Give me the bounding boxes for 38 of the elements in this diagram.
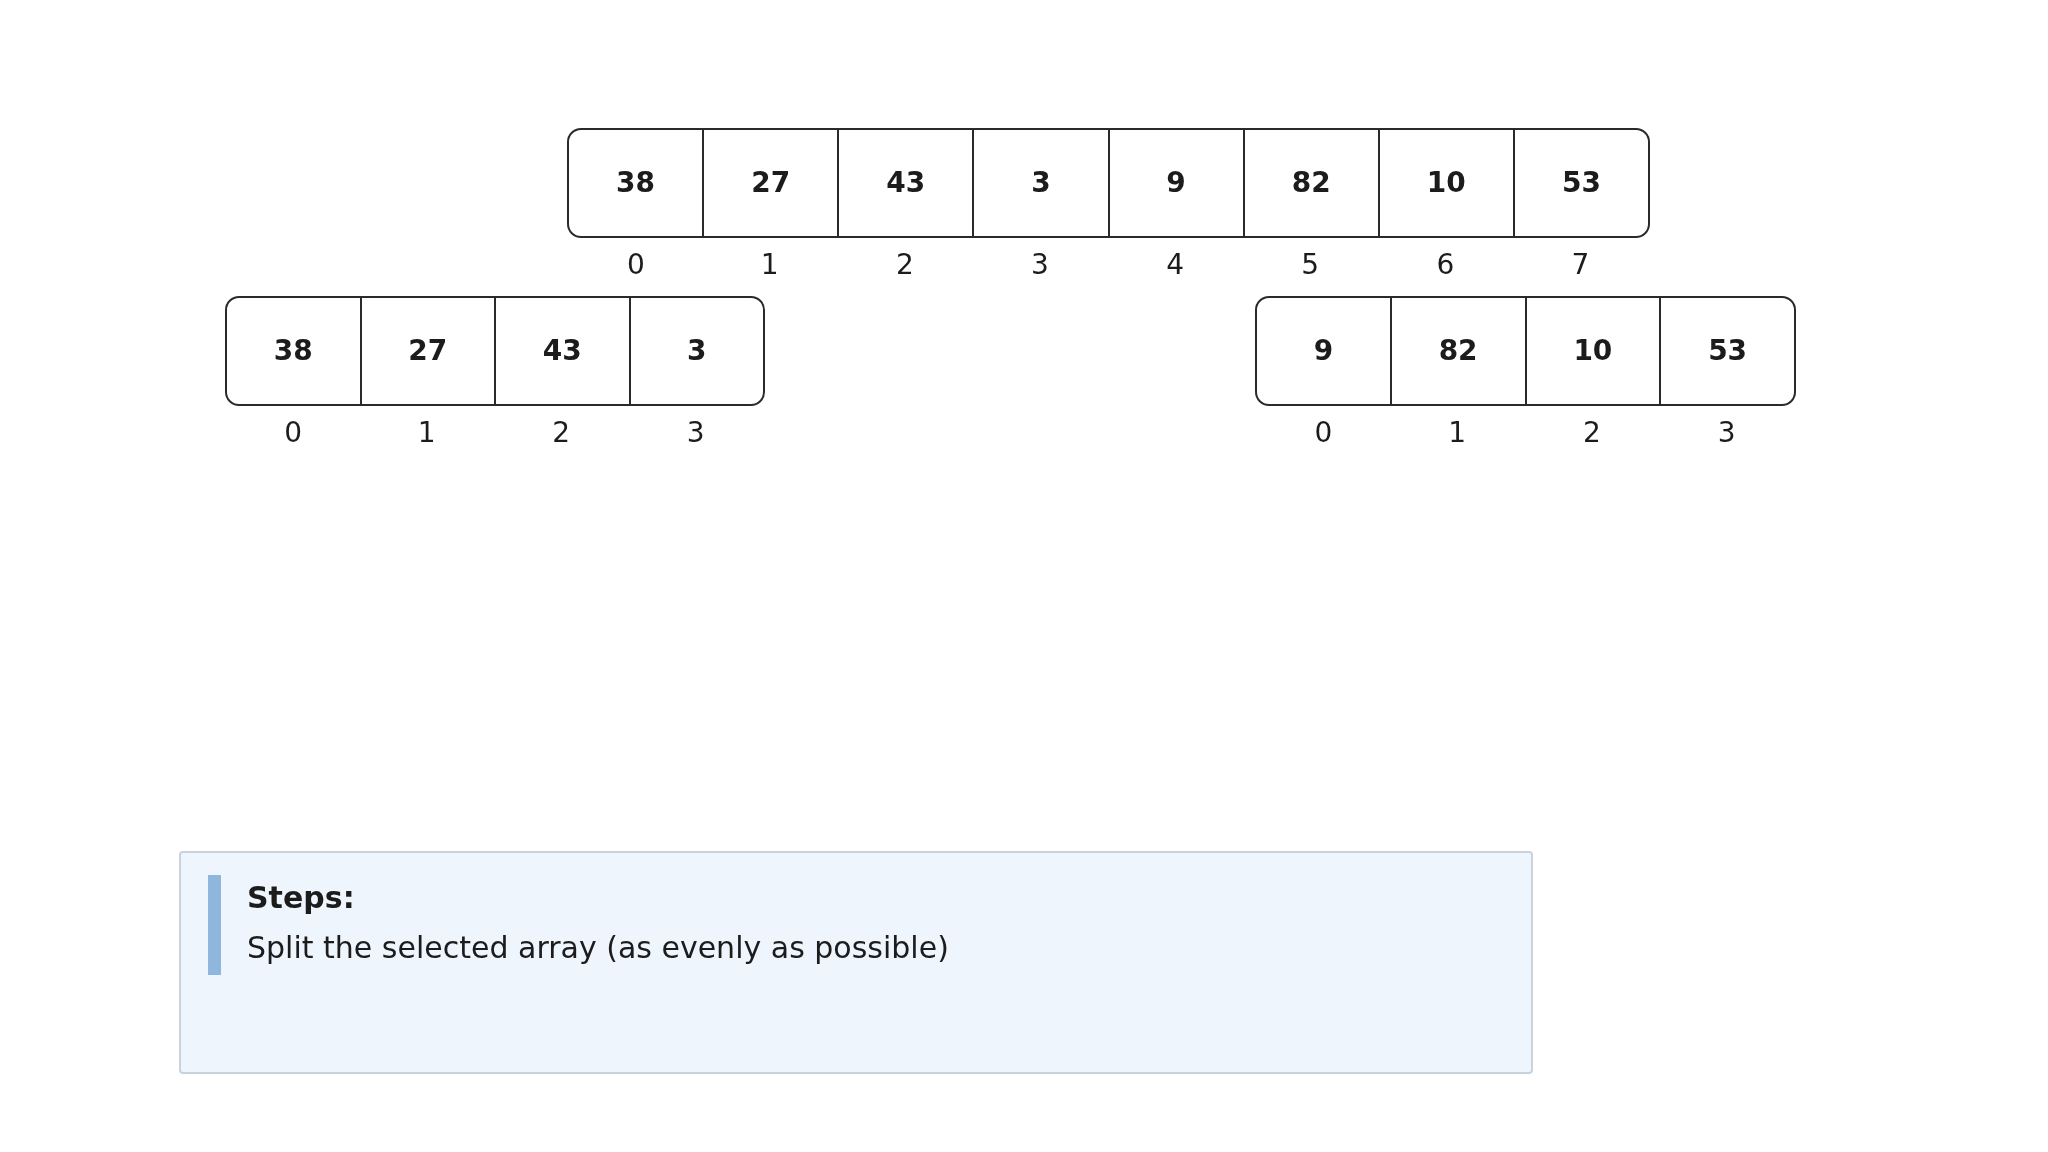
cell-value: 82 xyxy=(1291,166,1331,200)
cell-value: 53 xyxy=(1561,166,1601,200)
cell-value: 43 xyxy=(886,166,926,200)
cell-value: 10 xyxy=(1426,166,1466,200)
index-label: 0 xyxy=(627,250,645,280)
cell-value: 43 xyxy=(542,334,582,368)
cell-value: 38 xyxy=(616,166,656,200)
array-box xyxy=(1255,296,1796,406)
index-label: 7 xyxy=(1571,250,1590,280)
index-label: 2 xyxy=(895,250,914,280)
index-label: 3 xyxy=(1031,250,1049,280)
cell-value: 3 xyxy=(1031,166,1051,200)
note-panel xyxy=(179,851,1533,1074)
cell-value: 9 xyxy=(1313,334,1334,368)
array-box xyxy=(225,296,765,406)
index-label: 2 xyxy=(1582,418,1601,448)
index-label: 2 xyxy=(552,418,571,448)
index-label: 1 xyxy=(1448,418,1467,448)
cell-value: 53 xyxy=(1708,334,1748,368)
index-label: 0 xyxy=(1314,418,1333,448)
index-label: 3 xyxy=(686,418,705,448)
steps-heading: Steps: xyxy=(247,879,355,917)
cell-value: 3 xyxy=(687,334,707,368)
index-label: 1 xyxy=(417,418,436,448)
index-label: 0 xyxy=(284,418,303,448)
index-label: 4 xyxy=(1166,250,1184,280)
steps-text: Split the selected array (as evenly as possible) xyxy=(247,929,949,967)
cell-value: 82 xyxy=(1438,334,1478,368)
cell-value: 10 xyxy=(1573,334,1613,368)
cell-value: 27 xyxy=(751,166,791,200)
index-label: 3 xyxy=(1717,418,1736,448)
index-label: 5 xyxy=(1301,250,1320,280)
cell-value: 38 xyxy=(273,334,313,368)
index-label: 6 xyxy=(1436,250,1455,280)
cell-value: 9 xyxy=(1166,166,1186,200)
index-label: 1 xyxy=(760,250,779,280)
array-box xyxy=(567,128,1650,238)
cell-value: 27 xyxy=(408,334,448,368)
